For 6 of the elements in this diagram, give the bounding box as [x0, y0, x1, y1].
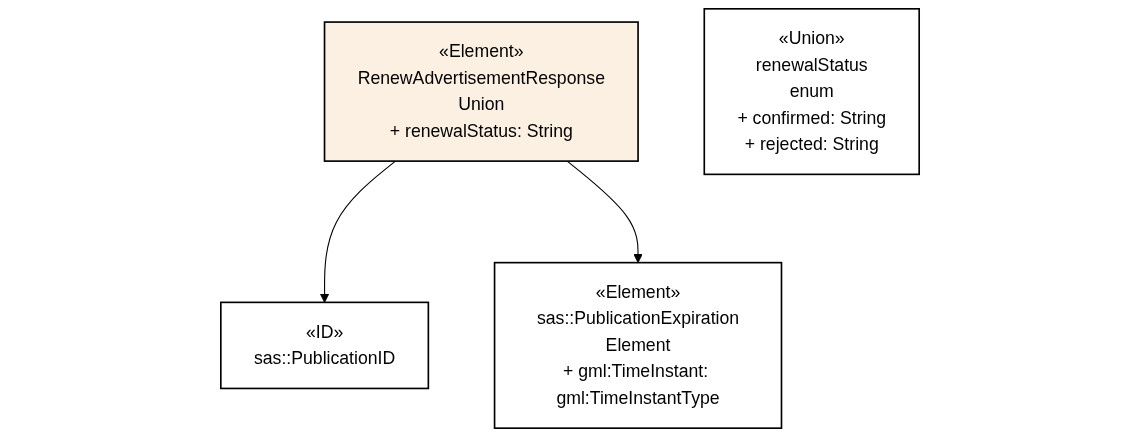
node-box: «Union» renewalStatus enum + confirmed: String + rejected: String [703, 8, 920, 176]
node-box: «ID» sas::PublicationID [220, 301, 430, 390]
arrow [319, 160, 396, 303]
arrow [566, 160, 643, 264]
node-box: «Element» RenewAdvertisementResponse Union + renewalStatus: String [323, 21, 639, 162]
node-box: «Element» sas::PublicationExpiration Element + gml:TimeInstant: gml:TimeInstantType [493, 261, 783, 429]
